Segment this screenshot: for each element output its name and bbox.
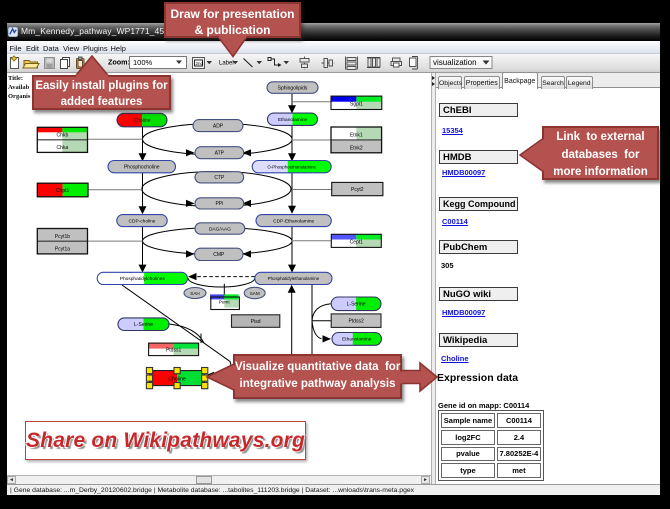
svg-text:Etnk2: Etnk2 <box>350 146 363 152</box>
svg-text:DAG/AAG: DAG/AAG <box>209 226 231 232</box>
svg-text:SAH: SAH <box>190 291 199 296</box>
svg-text:Pcyt1b: Pcyt1b <box>55 234 71 240</box>
svg-text:CDP-Ethanolamine: CDP-Ethanolamine <box>273 218 314 224</box>
svg-text:Phosphatidylethanolamine: Phosphatidylethanolamine <box>268 276 320 281</box>
svg-text:O-Phosphoethanolamine: O-Phosphoethanolamine <box>267 164 316 169</box>
svg-text:PPi: PPi <box>215 201 223 207</box>
svg-text:Phosphatidylcholines: Phosphatidylcholines <box>120 276 166 282</box>
svg-text:Ptdss1: Ptdss1 <box>166 348 182 354</box>
svg-text:Sphingolipids: Sphingolipids <box>278 86 308 92</box>
svg-text:CMP: CMP <box>213 252 225 258</box>
svg-text:Phosphocholine: Phosphocholine <box>124 164 160 170</box>
svg-text:100%: 100% <box>133 58 153 67</box>
svg-text:Sgpl1: Sgpl1 <box>350 102 363 108</box>
svg-text:Cept1: Cept1 <box>350 239 364 245</box>
svg-text:Pemt: Pemt <box>219 300 230 305</box>
svg-text:ADP: ADP <box>213 123 224 129</box>
svg-text:L-Serine: L-Serine <box>134 322 153 328</box>
svg-text:Ethanolamine: Ethanolamine <box>342 337 372 343</box>
svg-text:Chpt1: Chpt1 <box>56 188 70 194</box>
svg-text:Pisd: Pisd <box>251 319 261 325</box>
svg-text:Ptdss2: Ptdss2 <box>348 318 364 324</box>
svg-text:Chkb: Chkb <box>57 133 69 139</box>
svg-text:CTP: CTP <box>214 175 225 181</box>
svg-text:Zoom:: Zoom: <box>108 58 130 67</box>
svg-text:Pcyt2: Pcyt2 <box>351 187 364 193</box>
svg-text:Pcyt1a: Pcyt1a <box>55 247 71 253</box>
svg-text:Etnk1: Etnk1 <box>350 133 363 139</box>
svg-text:Chka: Chka <box>57 145 69 151</box>
svg-text:2nd: 2nd <box>196 61 204 66</box>
svg-text:SAM: SAM <box>250 291 260 296</box>
svg-text:Choline: Choline <box>134 118 151 124</box>
svg-text:L-Serine: L-Serine <box>347 302 366 308</box>
svg-text:Ethanolamine: Ethanolamine <box>278 117 308 123</box>
svg-text:CDP-choline: CDP-choline <box>129 218 156 224</box>
svg-text:ATP: ATP <box>215 151 225 157</box>
svg-text:Label: Label <box>219 61 234 67</box>
svg-text:Choline: Choline <box>168 376 186 382</box>
svg-text:visualization: visualization <box>433 58 477 67</box>
